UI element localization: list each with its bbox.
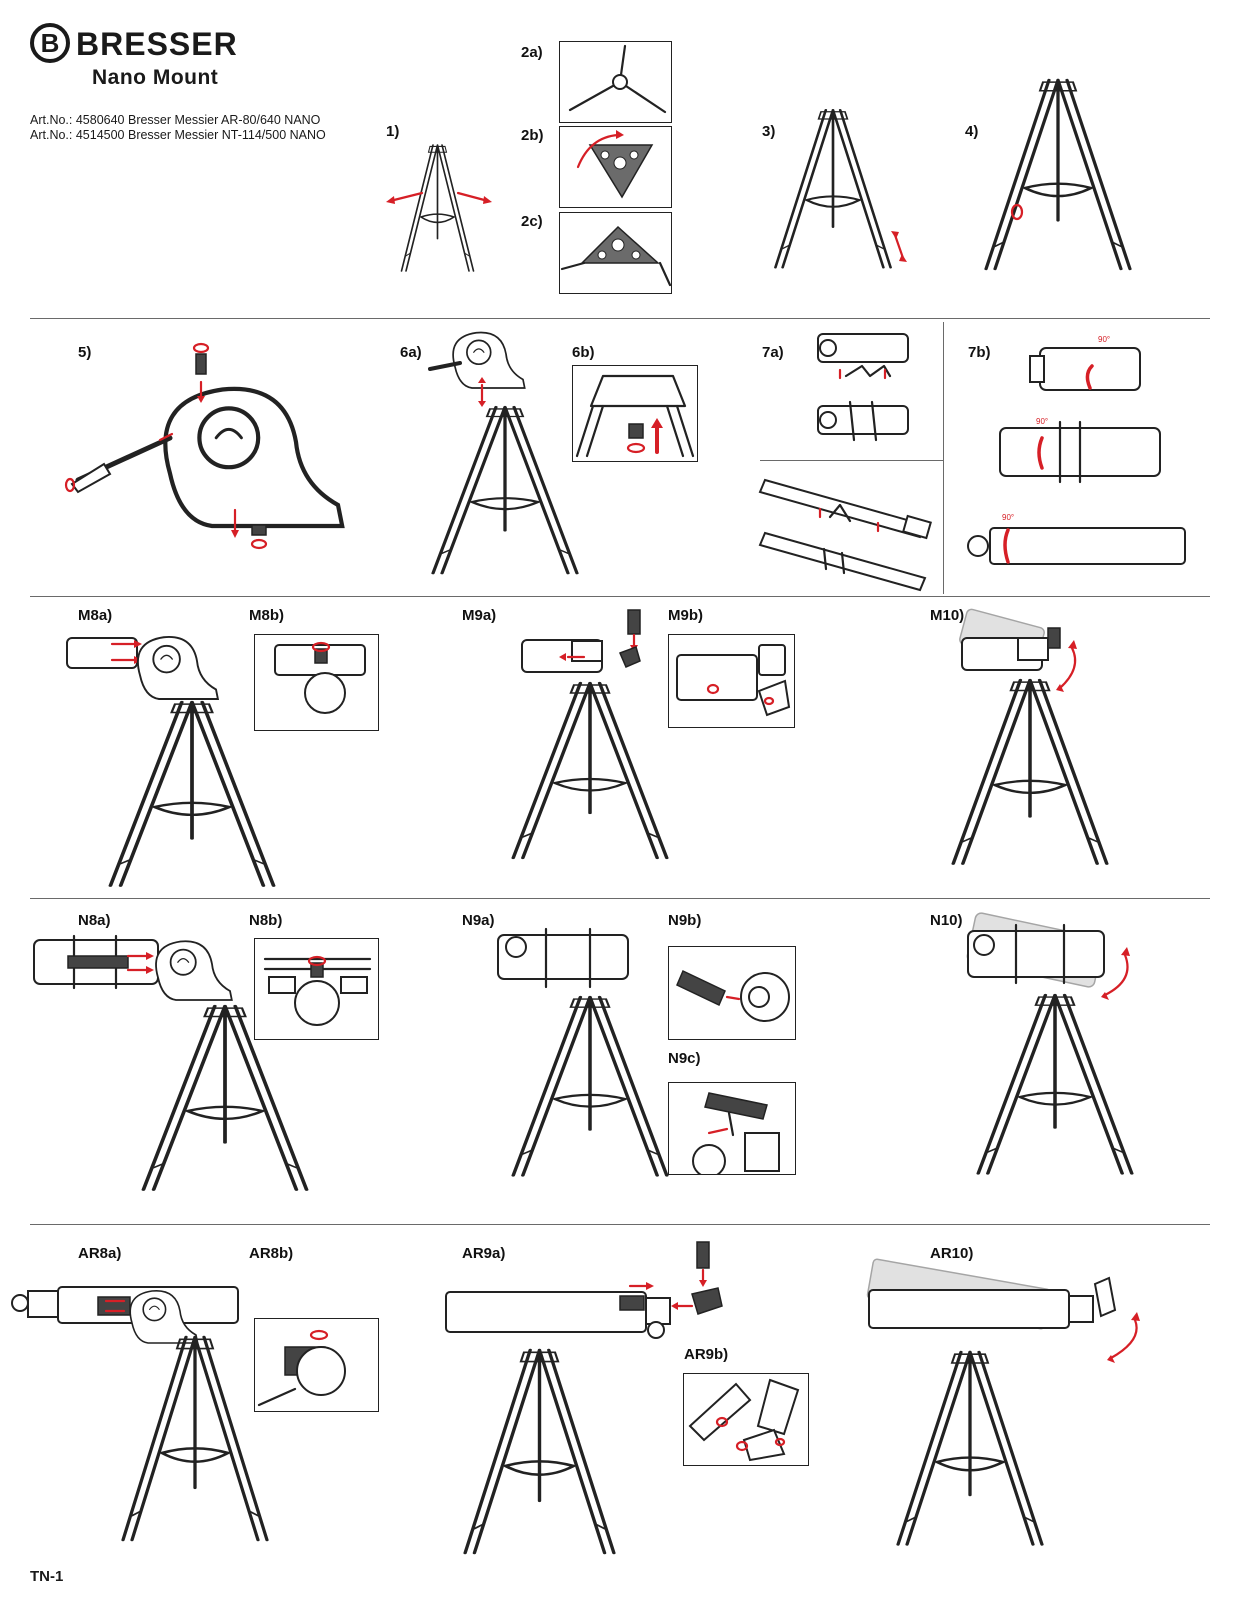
svg-text:B: B	[41, 28, 60, 58]
step-ar9b-panel	[683, 1373, 809, 1466]
step-m9b-label: M9b)	[668, 607, 703, 624]
step-m8b-figure	[274, 641, 366, 714]
step-ar10-figure	[866, 1258, 1140, 1547]
step-n9c-panel	[668, 1082, 796, 1178]
step-m9b-panel	[668, 634, 795, 728]
step-3-tripod-figure	[774, 108, 907, 269]
step-n9a-label: N9a)	[462, 912, 495, 929]
step-7a-label: 7a)	[762, 344, 784, 361]
step-ar9b-figure	[688, 1378, 800, 1462]
step-ar9a-label: AR9a)	[462, 1245, 506, 1262]
step-7a-refractor-figure	[758, 478, 932, 592]
brand-header: B BRESSER Nano Mount	[30, 22, 330, 92]
step-4-label: 4)	[965, 123, 979, 140]
step-2b-panel	[559, 126, 672, 208]
step-5-mount-head-figure	[64, 342, 320, 550]
step-6b-label: 6b)	[572, 344, 595, 361]
step-1-label: 1)	[386, 123, 400, 140]
step-m9b-figure	[676, 644, 791, 717]
product-subtitle: Nano Mount	[92, 66, 219, 89]
step-n9b-label: N9b)	[668, 912, 702, 929]
step-m8b-label: M8b)	[249, 607, 284, 624]
step-n8b-figure	[263, 955, 372, 1026]
step-2c-label: 2c)	[521, 213, 543, 230]
step-n9b-figure	[676, 969, 790, 1022]
section-divider-4	[30, 1224, 1210, 1225]
step-3-label: 3)	[762, 123, 776, 140]
step-n10-figure	[966, 912, 1134, 1176]
step-m10-figure	[951, 608, 1109, 866]
step-ar8b-figure	[257, 1329, 346, 1407]
section-divider-7-vertical	[943, 322, 944, 594]
step-n9c-label: N9c)	[668, 1050, 701, 1067]
article-number-nt: Art.No.: 4514500 Bresser Messier NT-114/…	[30, 128, 326, 142]
footer-code: TN-1	[30, 1568, 64, 1585]
section-divider-7-horizontal	[760, 460, 943, 461]
svg-text:BRESSER: BRESSER	[76, 26, 238, 62]
step-m8b-panel	[254, 634, 379, 731]
step-7a-reflector-figure	[817, 333, 909, 442]
step-ar8a-label: AR8a)	[78, 1245, 122, 1262]
step-ar9a-figure	[445, 1241, 723, 1555]
step-ar10-label: AR10)	[930, 1245, 974, 1262]
step-n8b-label: N8b)	[249, 912, 283, 929]
svg-text:90°: 90°	[1098, 335, 1110, 344]
step-ar9b-label: AR9b)	[684, 1346, 729, 1363]
bresser-logo: B BRESSER	[30, 23, 238, 63]
step-n10-label: N10)	[930, 912, 963, 929]
step-n8a-figure	[33, 934, 309, 1192]
step-6b-figure	[575, 374, 695, 458]
step-6a-figure	[428, 331, 579, 575]
step-n9c-figure	[692, 1092, 780, 1178]
step-2a-panel	[559, 41, 672, 123]
article-numbers: Art.No.: 4580640 Bresser Messier AR-80/6…	[30, 113, 326, 143]
step-m9a-figure	[511, 609, 669, 860]
step-n9a-figure	[497, 927, 669, 1178]
step-1-tripod-figure	[386, 144, 492, 272]
step-n8b-panel	[254, 938, 379, 1040]
article-number-ar: Art.No.: 4580640 Bresser Messier AR-80/6…	[30, 113, 321, 127]
step-5-label: 5)	[78, 344, 92, 361]
step-m8a-label: M8a)	[78, 607, 113, 624]
section-divider-3	[30, 898, 1210, 899]
step-2b-label: 2b)	[521, 127, 544, 144]
step-m9a-label: M9a)	[462, 607, 497, 624]
step-n8a-label: N8a)	[78, 912, 111, 929]
step-6a-label: 6a)	[400, 344, 422, 361]
step-2b-figure	[576, 130, 654, 199]
step-n9b-panel	[668, 946, 796, 1040]
step-7b-rotation-figure: 90° 90° 90°	[967, 335, 1186, 565]
step-ar8b-label: AR8b)	[249, 1245, 294, 1262]
section-divider-2	[30, 596, 1210, 597]
step-4-tripod-figure	[984, 78, 1132, 271]
step-7b-label: 7b)	[968, 344, 991, 361]
step-m10-label: M10)	[930, 607, 965, 624]
step-ar8a-figure	[11, 1286, 269, 1542]
step-2c-panel	[559, 212, 672, 294]
svg-text:90°: 90°	[1036, 417, 1048, 426]
svg-text:90°: 90°	[1002, 513, 1014, 522]
step-2a-figure	[568, 44, 667, 114]
step-6b-panel	[572, 365, 698, 462]
step-m8a-figure	[66, 636, 276, 888]
step-ar8b-panel	[254, 1318, 379, 1412]
step-2c-figure	[560, 225, 672, 287]
section-divider-1	[30, 318, 1210, 319]
step-2a-label: 2a)	[521, 44, 543, 61]
